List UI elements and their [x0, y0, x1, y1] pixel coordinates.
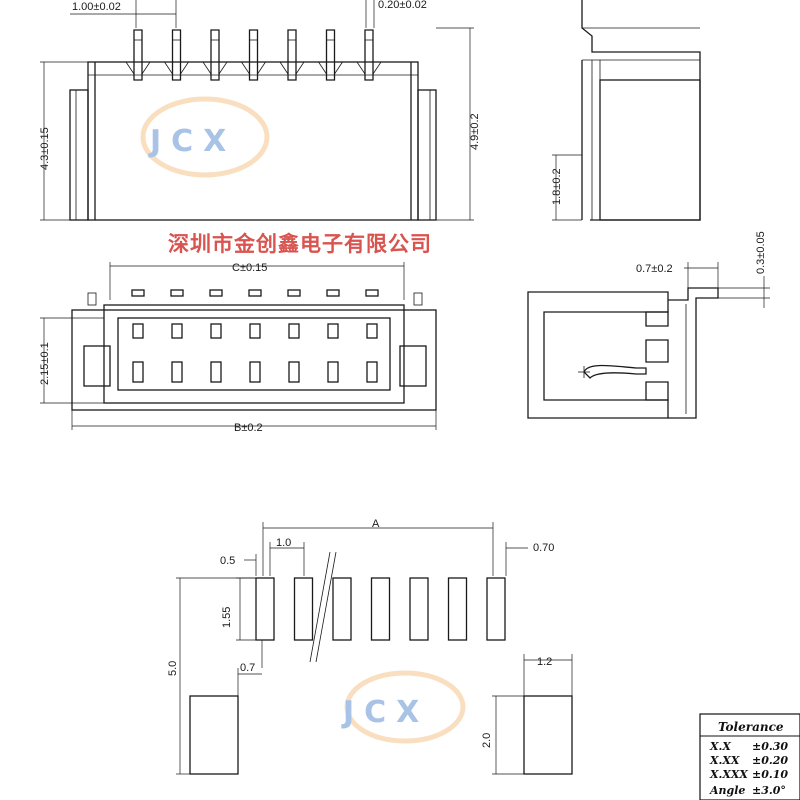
mount-offset-label: 0.7 — [240, 662, 255, 674]
pin-notch — [125, 61, 151, 75]
contact-pin — [364, 29, 374, 81]
jcx-logo-text: JCX — [148, 124, 236, 159]
jcx-logo-watermark-top: JCX — [140, 96, 270, 178]
top-contact-slot — [366, 323, 378, 339]
b-dimension-label: B±0.2 — [234, 422, 263, 434]
tolerance-table: Tolerance X.X ±0.30 X.XX ±0.20 X.XXX ±0.… — [699, 713, 800, 800]
company-name-watermark: 深圳市金创鑫电子有限公司 — [168, 232, 432, 256]
lead-length-label: 0.7±0.2 — [636, 263, 673, 275]
top-contact-slot — [327, 323, 339, 339]
pcb-layout-view: A 1.0 0.5 1.55 0.70 5.0 0.7 1.2 — [167, 518, 573, 775]
pin-notch — [202, 61, 228, 75]
depth-dimension-label: 2.15±0.1 — [39, 342, 51, 385]
signal-pad — [447, 577, 468, 641]
top-contact-slot — [249, 323, 261, 339]
top-contact-tab — [326, 289, 340, 297]
top-contact-slot — [132, 323, 144, 339]
top-contact-tab — [209, 289, 223, 297]
c-dimension-label: C±0.15 — [232, 262, 267, 274]
pad-pitch-label: 1.0 — [276, 537, 291, 549]
top-view: C±0.15 B±0.2 2.15±0.1 — [39, 262, 437, 434]
jcx-logo-watermark-bottom: JCX — [341, 670, 466, 744]
contact-pin — [287, 29, 297, 81]
jcx-logo-text-bottom: JCX — [341, 695, 429, 730]
top-contact-tab — [248, 289, 262, 297]
contact-pin — [248, 29, 259, 81]
end-offset-label: 0.70 — [533, 542, 554, 554]
pin-notch — [356, 61, 382, 75]
tolerance-title: Tolerance — [718, 720, 784, 734]
tolerance-label-angle: Angle — [709, 784, 745, 797]
lead-thickness-label: 0.3±0.05 — [755, 231, 767, 274]
top-contact-cavity — [366, 361, 378, 383]
top-contact-tab — [287, 289, 301, 297]
front-total-height-label: 4.9±0.2 — [469, 113, 481, 150]
side-view: 1.8±0.2 — [551, 0, 701, 221]
mount-height-label: 2.0 — [481, 733, 493, 748]
top-contact-slot — [171, 323, 183, 339]
tolerance-value-xxxx: ±0.10 — [752, 768, 788, 781]
total-height-label: 5.0 — [167, 661, 179, 676]
top-contact-cavity — [171, 361, 183, 383]
contact-pin — [325, 29, 336, 81]
contact-pin — [171, 29, 182, 81]
signal-pad — [293, 577, 314, 641]
section-view: 0.7±0.2 0.3±0.05 — [527, 231, 770, 419]
signal-pad — [486, 577, 506, 641]
signal-pad — [370, 577, 391, 641]
signal-pad — [332, 577, 352, 641]
signal-pad — [409, 577, 429, 641]
contact-pin — [210, 29, 220, 81]
top-contact-cavity — [132, 361, 144, 383]
top-contact-tab — [131, 289, 145, 297]
top-contact-cavity — [249, 361, 261, 383]
pin-notch — [164, 61, 189, 75]
tolerance-value-xxx: ±0.20 — [752, 754, 788, 767]
signal-pad — [255, 577, 275, 641]
pin-notch — [318, 61, 343, 75]
front-height-label: 4.3±0.15 — [39, 127, 51, 170]
a-dimension-label: A — [372, 518, 380, 530]
pad-height-label: 1.55 — [221, 607, 233, 628]
mounting-pad-right — [523, 695, 573, 775]
top-contact-slot — [210, 323, 222, 339]
pin-notch — [241, 61, 266, 75]
mounting-pad-left — [189, 695, 239, 775]
pad-width-label: 0.5 — [220, 555, 235, 567]
top-contact-slot — [288, 323, 300, 339]
top-contact-tab — [365, 289, 379, 297]
top-contact-cavity — [288, 361, 300, 383]
top-contact-cavity — [210, 361, 222, 383]
tolerance-label-xxx: X.XX — [709, 754, 740, 767]
pin-pitch-label: 1.00±0.02 — [72, 1, 121, 13]
front-view: 4.3±0.15 4.9±0.2 1.00±0.02 0.20±0.02 — [39, 0, 481, 221]
mount-width-label: 1.2 — [537, 656, 552, 668]
top-contact-cavity — [327, 361, 339, 383]
side-height-label: 1.8±0.2 — [551, 168, 563, 205]
tolerance-label-xxxx: X.XXX — [709, 768, 748, 781]
contact-pin — [133, 29, 143, 81]
top-contact-tab — [170, 289, 184, 297]
tolerance-label-xx: X.X — [709, 740, 731, 753]
pin-notch — [279, 61, 305, 75]
pin-width-label: 0.20±0.02 — [378, 0, 427, 11]
tolerance-value-xx: ±0.30 — [752, 740, 788, 753]
tolerance-value-angle: ±3.0° — [752, 784, 786, 797]
